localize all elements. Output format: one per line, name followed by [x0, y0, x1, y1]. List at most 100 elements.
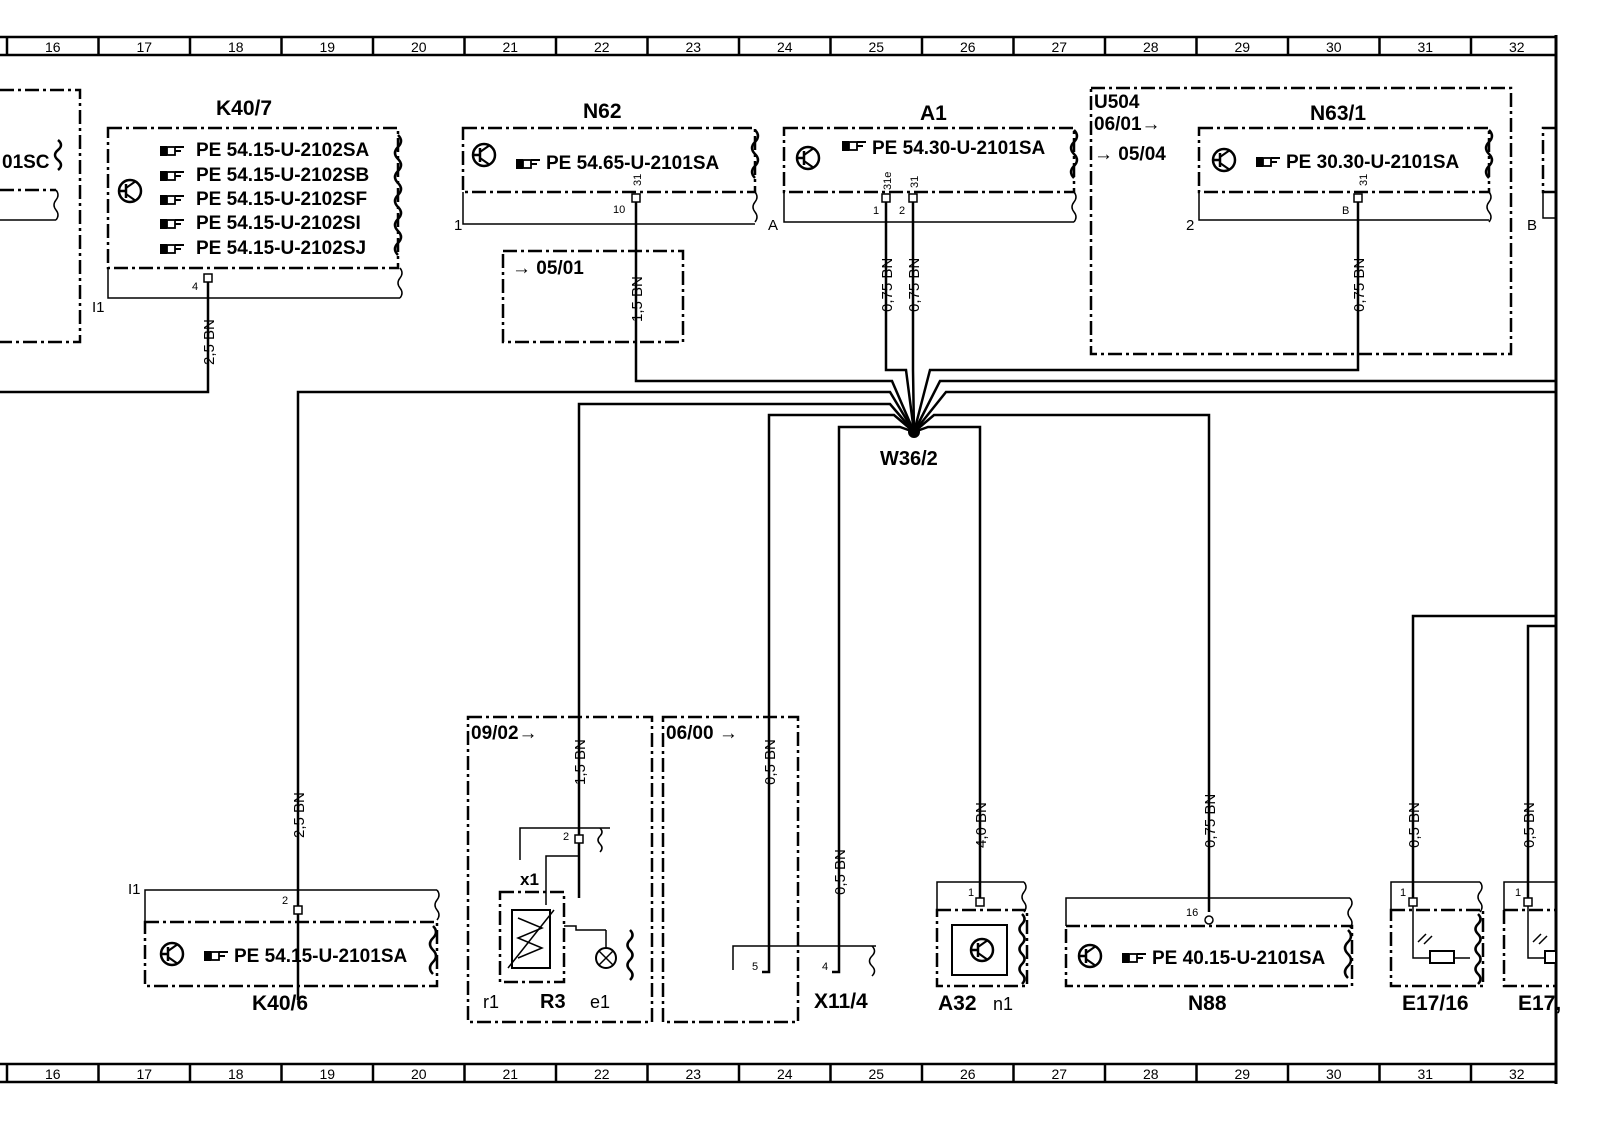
- svg-text:09/02→: 09/02→: [471, 723, 538, 744]
- transistor-icon: [159, 941, 185, 967]
- svg-text:R3: R3: [540, 991, 566, 1013]
- svg-text:I1: I1: [128, 881, 141, 898]
- component-n88: 16 PE 40.15-U-2101SA N88: [1064, 897, 1354, 1015]
- component-a1: A1 PE 54.30-U-2101SA A 1 2 31e 31: [768, 102, 1079, 234]
- grid-number: 27: [1051, 1066, 1067, 1082]
- svg-text:4,0 BN: 4,0 BN: [973, 802, 990, 848]
- svg-text:2: 2: [282, 895, 288, 907]
- svg-text:1: 1: [873, 205, 879, 217]
- svg-text:K40/6: K40/6: [252, 992, 308, 1015]
- component-e17-16: 1 E17/16: [1389, 881, 1485, 1015]
- component-k40-7: K40/7 PE 54.15-U-2102SA PE 54.15-U-2102S…: [92, 97, 403, 316]
- svg-text:N88: N88: [1188, 992, 1227, 1015]
- svg-text:PE 54.65-U-2101SA: PE 54.65-U-2101SA: [546, 153, 719, 174]
- pointing-hand-icon: [159, 194, 185, 206]
- pointing-hand-icon: [159, 218, 185, 230]
- grid-number: 27: [1051, 39, 1067, 55]
- grid-number: 19: [319, 1066, 335, 1082]
- grid-number: 23: [685, 39, 701, 55]
- grid-number: 22: [594, 39, 610, 55]
- svg-text:PE 54.15-U-2102SI: PE 54.15-U-2102SI: [196, 213, 361, 234]
- svg-text:31: 31: [909, 176, 921, 188]
- svg-text:PE 54.30-U-2101SA: PE 54.30-U-2101SA: [872, 138, 1045, 159]
- pointing-hand-icon: [203, 950, 229, 962]
- pointing-hand-icon: [515, 158, 541, 170]
- svg-text:31: 31: [632, 174, 644, 186]
- grid-number: 16: [45, 1066, 61, 1082]
- svg-text:U504: U504: [1094, 92, 1140, 113]
- svg-text:x1: x1: [520, 870, 539, 889]
- grid-number: 30: [1326, 39, 1342, 55]
- svg-text:A32: A32: [938, 992, 977, 1015]
- pointing-hand-icon: [841, 140, 867, 152]
- w36-2-label: W36/2: [880, 448, 938, 470]
- component-x11-4: 06/00 → 5 4 X11/4: [661, 715, 876, 1024]
- svg-text:PE 54.15-U-2102SJ: PE 54.15-U-2102SJ: [196, 238, 366, 259]
- grid-number: 22: [594, 1066, 610, 1082]
- box-05-01: → 05/01: [501, 249, 685, 344]
- transistor-icon: [1211, 147, 1237, 173]
- grid-number: 20: [411, 39, 427, 55]
- svg-text:0,75 BN: 0,75 BN: [1202, 794, 1219, 848]
- grid-number: 17: [136, 39, 152, 55]
- svg-text:2: 2: [899, 205, 905, 217]
- svg-text:2,5 BN: 2,5 BN: [201, 319, 218, 365]
- grid-number: 31: [1417, 39, 1433, 55]
- svg-text:r1: r1: [483, 992, 499, 1012]
- svg-text:N63/1: N63/1: [1310, 102, 1366, 125]
- svg-text:→ 05/01: → 05/01: [512, 258, 584, 279]
- component-r3: 09/02→ 2 x1 r1 R3 e1: [466, 715, 654, 1024]
- svg-text:B: B: [1527, 217, 1537, 234]
- transistor-icon: [969, 937, 995, 963]
- transistor-icon: [117, 178, 143, 204]
- svg-text:E17,: E17,: [1518, 992, 1561, 1015]
- svg-text:1: 1: [968, 887, 974, 899]
- grid-number: 29: [1234, 1066, 1250, 1082]
- svg-text:X11/4: X11/4: [814, 990, 868, 1013]
- component-n62: N62 PE 54.65-U-2101SA 1 10 31: [454, 100, 760, 234]
- svg-text:0,75 BN: 0,75 BN: [879, 258, 896, 312]
- grid-number: 18: [228, 1066, 244, 1082]
- svg-text:n1: n1: [993, 994, 1013, 1014]
- svg-text:PE 54.15-U-2102SF: PE 54.15-U-2102SF: [196, 189, 367, 210]
- grid-number: 31: [1417, 1066, 1433, 1082]
- svg-text:2,5 BN: 2,5 BN: [291, 792, 308, 838]
- svg-text:1,5 BN: 1,5 BN: [572, 739, 589, 785]
- svg-text:E17/16: E17/16: [1402, 992, 1469, 1015]
- grid-number: 24: [777, 1066, 793, 1082]
- svg-text:2: 2: [563, 831, 569, 843]
- grid-number: 26: [960, 1066, 976, 1082]
- grid-number: 32: [1509, 1066, 1525, 1082]
- svg-text:e1: e1: [590, 992, 610, 1012]
- svg-text:PE 40.15-U-2101SA: PE 40.15-U-2101SA: [1152, 948, 1325, 969]
- svg-text:4: 4: [822, 961, 828, 973]
- svg-text:PE 54.15-U-2102SA: PE 54.15-U-2102SA: [196, 140, 369, 161]
- grid-strip-top: [0, 35, 1556, 57]
- grid-number: 29: [1234, 39, 1250, 55]
- pointing-hand-icon: [1255, 156, 1281, 168]
- grid-number: 18: [228, 39, 244, 55]
- grid-number: 26: [960, 39, 976, 55]
- component-a32: 1 A32 n1: [935, 881, 1029, 1015]
- grid-number: 20: [411, 1066, 427, 1082]
- wires-upper: W36/2: [0, 202, 1556, 1000]
- svg-text:0,75 BN: 0,75 BN: [906, 258, 923, 312]
- svg-text:2: 2: [1186, 217, 1194, 234]
- component-u504: U504 06/01→ → 05/04: [1089, 86, 1513, 356]
- component-n63-1: N63/1 PE 30.30-U-2101SA 2 B 31: [1186, 102, 1494, 234]
- svg-text:PE 54.15-U-2102SB: PE 54.15-U-2102SB: [196, 165, 369, 186]
- svg-text:A: A: [768, 217, 778, 234]
- pointing-hand-icon: [159, 145, 185, 157]
- svg-text:→ 05/04: → 05/04: [1094, 144, 1166, 165]
- svg-text:0,5 BN: 0,5 BN: [1521, 802, 1538, 848]
- svg-text:1: 1: [1515, 887, 1521, 899]
- wire-labels-upper: 2,5 BN 1,5 BN 0,75 BN 0,75 BN 0,75 BN: [201, 258, 1368, 365]
- svg-text:31e: 31e: [882, 172, 894, 190]
- svg-text:1,5 BN: 1,5 BN: [629, 276, 646, 322]
- grid-number: 17: [136, 1066, 152, 1082]
- grid-number: 24: [777, 39, 793, 55]
- pointing-hand-icon: [1121, 952, 1147, 964]
